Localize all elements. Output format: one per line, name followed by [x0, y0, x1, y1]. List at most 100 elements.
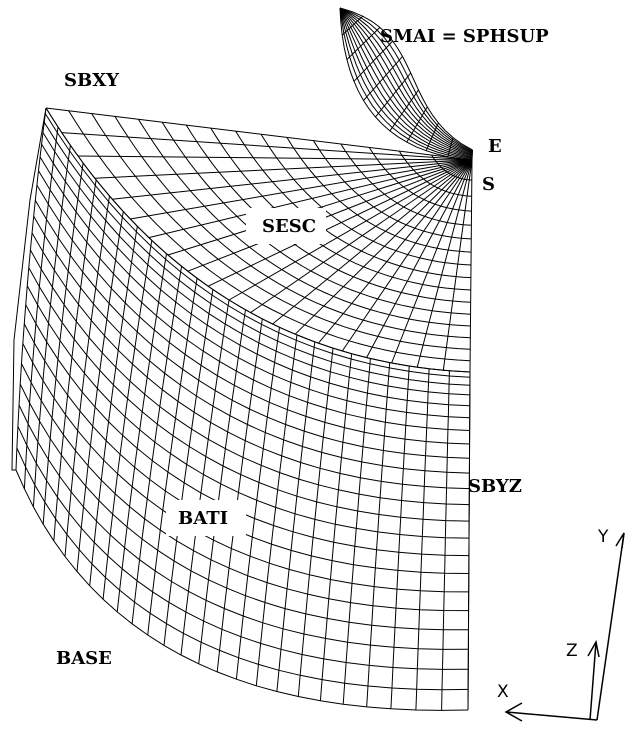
s-label: S — [482, 174, 495, 195]
z-axis-line — [589, 641, 597, 721]
wall-ring-line — [16, 447, 469, 691]
wall-vertical-line — [147, 278, 198, 636]
concentric-arc — [368, 147, 472, 212]
wall-ring-line — [23, 323, 469, 574]
wall-ring-line — [44, 113, 471, 378]
smai-line — [339, 7, 473, 156]
sbyz-label: SBYZ — [468, 476, 522, 497]
wall-ring-line — [36, 184, 470, 445]
concentric-arc — [313, 140, 472, 240]
smai-line — [339, 7, 473, 152]
smai-line — [339, 7, 473, 153]
concentric-arc — [68, 110, 471, 362]
wall-ring-line — [33, 216, 470, 474]
smai-line — [339, 7, 473, 159]
radial-line — [167, 159, 473, 256]
concentric-arc — [91, 113, 471, 350]
wall-vertical-line — [276, 341, 316, 692]
wall-vertical-line — [366, 362, 391, 707]
y-axis-label: Y — [597, 527, 609, 547]
radial-line — [112, 159, 473, 200]
concentric-arc — [161, 121, 471, 315]
bati-label: BATI — [178, 508, 228, 529]
wall-vertical-line — [42, 162, 84, 525]
radial-line — [187, 159, 473, 272]
wall-vertical-line — [89, 226, 138, 586]
y-axis-arrow — [615, 532, 625, 549]
sbxy-label: SBXY — [64, 70, 120, 91]
wall-vertical-line — [15, 107, 47, 471]
sesc-label: SESC — [262, 216, 316, 237]
radial-line — [228, 159, 473, 301]
wall-vertical-line — [53, 179, 97, 541]
wall-ring-line — [15, 469, 469, 711]
wall-ring-line — [25, 304, 469, 557]
concentric-arc — [398, 150, 472, 197]
z-axis-label: Z — [566, 641, 578, 661]
concentric-arc — [260, 133, 472, 266]
right-edge — [467, 371, 471, 711]
mesh-lines — [11, 7, 474, 711]
wall-vertical-line — [319, 353, 353, 701]
radial-line — [442, 159, 473, 371]
concentric-arc — [235, 130, 471, 279]
y-axis-line — [596, 532, 625, 721]
wall-ring-line — [21, 363, 469, 612]
radial-line — [318, 159, 473, 344]
z-axis-arrow — [587, 639, 600, 658]
wall-vertical-line — [32, 145, 71, 507]
x-axis-label: X — [497, 682, 509, 702]
wall-ring-line — [31, 232, 470, 490]
radial-line — [148, 159, 473, 239]
wall-ring-line — [34, 200, 470, 459]
radial-line — [416, 159, 473, 368]
wall-ring-line — [43, 121, 470, 386]
smai-label: SMAI = SPHSUP — [380, 26, 549, 47]
concentric-arc — [137, 119, 471, 327]
wall-vertical-line — [216, 318, 263, 672]
smai-line — [339, 7, 473, 153]
smai-line — [339, 7, 473, 158]
wall-vertical-line — [441, 370, 450, 711]
wall-ring-line — [17, 426, 469, 670]
wall-ring-line — [38, 170, 470, 431]
wall-vertical-line — [390, 365, 410, 709]
wall-ring-line — [26, 285, 470, 539]
x-axis-line — [505, 711, 598, 721]
radial-line — [61, 132, 473, 161]
radial-line — [341, 159, 473, 352]
base-label: BASE — [56, 648, 112, 669]
wall-ring-line — [42, 132, 470, 396]
radial-line — [272, 159, 473, 325]
smai-line — [339, 7, 473, 155]
radial-line — [45, 107, 473, 161]
wall-ring-line — [18, 404, 469, 650]
smai-line — [339, 7, 473, 161]
x-axis-arrow — [504, 702, 523, 722]
concentric-arc — [210, 127, 471, 291]
bati-label-bg — [166, 500, 246, 536]
wall-ring-line — [41, 143, 470, 407]
wall-vertical-line — [131, 266, 183, 624]
wall-vertical-line — [76, 211, 124, 572]
wall-vertical-line — [23, 126, 59, 489]
radial-line — [366, 159, 473, 358]
radial-line — [207, 159, 473, 287]
wall-vertical-line — [64, 195, 110, 557]
wall-vertical-line — [198, 309, 246, 664]
radial-line — [469, 159, 473, 373]
wall-vertical-line — [342, 358, 371, 705]
radial-line — [294, 159, 473, 335]
axis-triad: Y Z X — [497, 527, 625, 722]
concentric-arc — [114, 116, 471, 339]
smai-line — [339, 7, 473, 157]
smai-line — [339, 7, 473, 158]
wall-vertical-line — [116, 253, 167, 612]
radial-line — [250, 159, 473, 314]
concentric-arc — [185, 124, 471, 303]
wall-vertical-line — [180, 299, 230, 656]
wall-ring-line — [39, 156, 470, 419]
smai-line — [339, 7, 473, 151]
wall-vertical-line — [297, 348, 334, 697]
